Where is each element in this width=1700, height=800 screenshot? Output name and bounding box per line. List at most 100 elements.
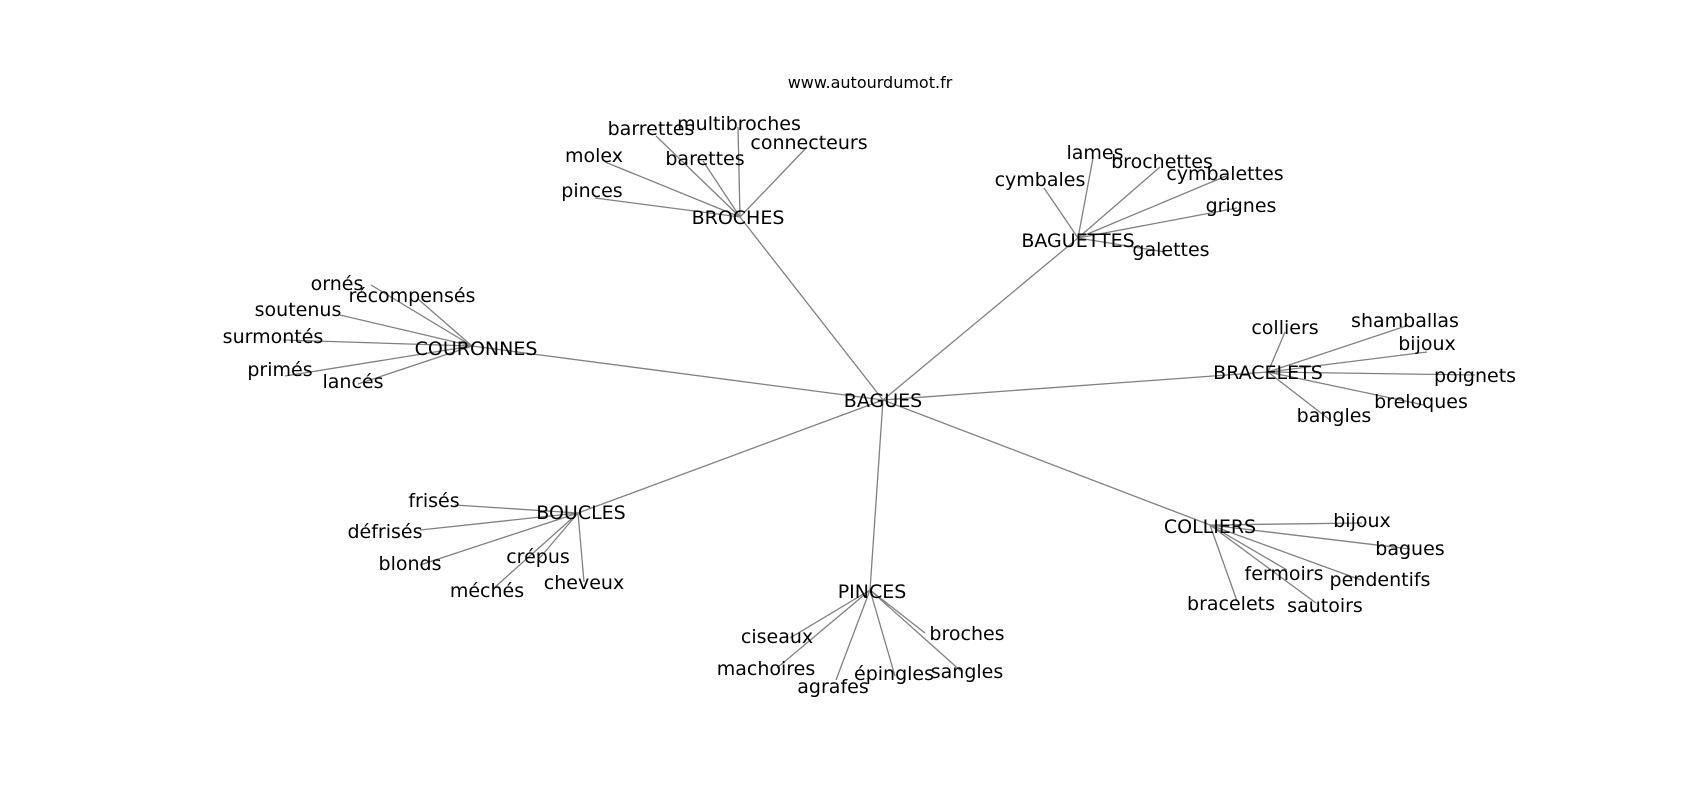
- leaf-node-label: pendentifs: [1330, 569, 1431, 591]
- source-url[interactable]: www.autourdumot.fr: [788, 73, 953, 92]
- edge-leaf-1-5: [1077, 237, 1166, 253]
- edge-leaf-2-5: [357, 345, 473, 385]
- labels: BAGUESBROCHESpincesmolexbarrettesbarette…: [223, 113, 1516, 698]
- leaf-node-label: bijoux: [1398, 333, 1456, 355]
- hub-node-label: COURONNES: [415, 338, 538, 360]
- leaf-node-label: méchés: [450, 580, 524, 602]
- hub-node-label: PINCES: [838, 581, 907, 603]
- edge-leaf-4-4: [537, 512, 579, 561]
- edge-leaf-6-0: [1209, 522, 1363, 526]
- leaf-node-label: surmontés: [223, 326, 324, 348]
- edge-leaf-5-4: [869, 589, 963, 673]
- edge-leaf-5-1: [776, 589, 871, 669]
- edge-leaf-6-1: [1209, 524, 1411, 550]
- leaf-node-label: poignets: [1434, 365, 1516, 387]
- edge-leaf-2-1: [417, 298, 473, 347]
- center-node-label: BAGUES: [844, 390, 922, 412]
- leaf-node-label: multibroches: [677, 113, 801, 135]
- leaf-node-label: blonds: [379, 553, 442, 575]
- leaf-node-label: agrafes: [797, 676, 868, 698]
- edge-center-6: [882, 399, 1211, 526]
- leaf-node-label: cheveux: [544, 572, 624, 594]
- leaf-node-label: sautoirs: [1287, 595, 1363, 617]
- edge-center-0: [739, 216, 884, 401]
- edge-leaf-5-3: [869, 589, 896, 677]
- leaf-node-label: épingles: [854, 663, 934, 685]
- hub-node-label: BAGUETTES: [1021, 230, 1134, 252]
- edge-leaf-0-3: [702, 160, 741, 218]
- edge-leaf-1-3: [1077, 175, 1227, 239]
- edge-leaf-1-2: [1077, 166, 1161, 239]
- edge-leaf-3-2: [1267, 351, 1428, 373]
- hub-node-label: BROCHES: [692, 207, 785, 229]
- edge-leaf-4-1: [419, 512, 579, 531]
- edge-leaf-2-3: [282, 339, 473, 347]
- edge-leaf-1-0: [1043, 187, 1079, 239]
- leaf-node-label: shamballas: [1351, 310, 1459, 332]
- leaf-node-label: breloques: [1374, 391, 1468, 413]
- leaf-node-label: ornés: [311, 273, 364, 295]
- hub-node-label: COLLIERS: [1164, 516, 1256, 538]
- edges: [282, 126, 1476, 681]
- leaf-node-label: bagues: [1375, 538, 1444, 560]
- leaf-node-label: pinces: [561, 180, 622, 202]
- leaf-node-label: sangles: [931, 661, 1004, 683]
- leaf-node-label: soutenus: [255, 299, 342, 321]
- edge-leaf-6-5: [1209, 524, 1238, 602]
- edge-leaf-4-0: [454, 504, 579, 514]
- edge-center-1: [882, 237, 1079, 401]
- edge-leaf-1-4: [1077, 207, 1238, 239]
- edge-leaf-6-4: [1209, 524, 1288, 571]
- leaf-node-label: brochettes: [1111, 151, 1213, 173]
- leaf-node-label: grignes: [1206, 195, 1277, 217]
- edge-leaf-1-1: [1077, 157, 1094, 239]
- edge-center-3: [882, 371, 1269, 401]
- leaf-node-label: défrisés: [347, 521, 422, 543]
- edge-leaf-4-2: [419, 512, 579, 566]
- hub-node-label: BRACELETS: [1213, 362, 1323, 384]
- edge-leaf-5-0: [789, 589, 871, 639]
- edge-leaf-3-0: [1267, 331, 1286, 373]
- edge-leaf-2-2: [339, 314, 473, 347]
- leaf-node-label: primés: [247, 359, 312, 381]
- leaf-node-label: fermoirs: [1245, 563, 1324, 585]
- leaf-node-label: crépus: [506, 546, 570, 568]
- leaf-node-label: cymbalettes: [1166, 163, 1283, 185]
- leaf-node-label: barettes: [665, 148, 744, 170]
- leaf-node-label: colliers: [1251, 317, 1318, 339]
- edge-leaf-5-2: [835, 589, 871, 681]
- leaf-node-label: ciseaux: [741, 626, 813, 648]
- edge-leaf-4-3: [493, 512, 579, 589]
- edge-leaf-6-3: [1209, 524, 1317, 604]
- edge-leaf-0-4: [737, 126, 741, 218]
- edge-leaf-0-2: [655, 135, 741, 218]
- leaf-node-label: machoires: [717, 658, 816, 680]
- leaf-node-label: frisés: [408, 490, 459, 512]
- leaf-node-label: lames: [1066, 142, 1123, 164]
- edge-center-4: [577, 399, 884, 514]
- leaf-node-label: lancés: [323, 371, 384, 393]
- leaf-node-label: bijoux: [1333, 510, 1391, 532]
- leaf-node-label: galettes: [1132, 239, 1209, 261]
- edge-leaf-2-4: [284, 345, 473, 377]
- leaf-node-label: cymbales: [995, 169, 1086, 191]
- leaf-node-label: barrettes: [608, 118, 695, 140]
- edge-leaf-0-0: [594, 197, 741, 218]
- leaf-node-label: bangles: [1297, 405, 1372, 427]
- leaf-node-label: broches: [929, 623, 1004, 645]
- leaf-node-label: récompensés: [349, 285, 476, 307]
- edge-leaf-3-1: [1267, 325, 1407, 373]
- edge-leaf-6-2: [1209, 524, 1362, 581]
- hub-node-label: BOUCLES: [536, 502, 625, 524]
- edge-center-5: [869, 399, 884, 591]
- edge-leaf-4-5: [577, 512, 585, 583]
- edge-leaf-5-5: [869, 589, 926, 634]
- edge-leaf-3-3: [1267, 371, 1476, 376]
- edge-leaf-0-1: [604, 161, 741, 218]
- edge-leaf-0-5: [739, 146, 808, 218]
- leaf-node-label: bracelets: [1187, 593, 1275, 615]
- edge-leaf-2-0: [370, 284, 473, 347]
- edge-leaf-3-5: [1267, 371, 1331, 421]
- edge-leaf-3-4: [1267, 371, 1425, 406]
